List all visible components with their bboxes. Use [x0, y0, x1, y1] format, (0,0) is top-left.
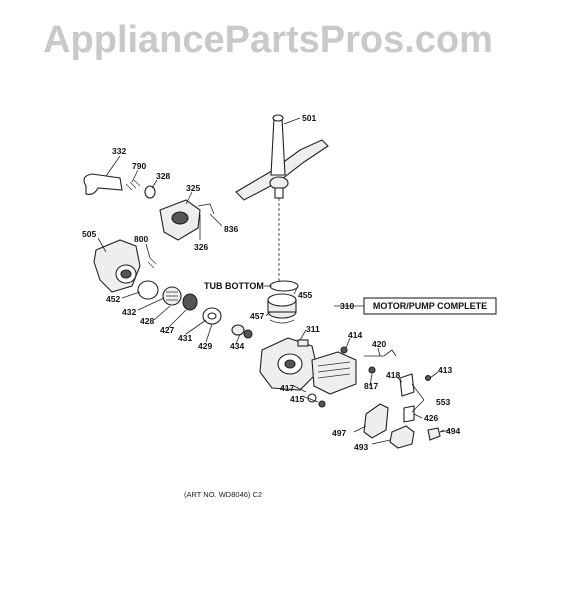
part-label-553: 553: [436, 397, 450, 407]
motor-pump-complete-callout: MOTOR/PUMP COMPLETE: [373, 301, 487, 311]
part-label-426: 426: [424, 413, 438, 423]
part-brackets-drawing: [363, 373, 451, 449]
part-label-311: 311: [306, 324, 320, 334]
part-label-790: 790: [132, 161, 146, 171]
part-label-428: 428: [140, 316, 154, 326]
part-label-432: 432: [122, 307, 136, 317]
part-label-505: 505: [82, 229, 96, 239]
part-label-414: 414: [348, 330, 362, 340]
part-label-420: 420: [372, 339, 386, 349]
part-label-457: 457: [250, 311, 264, 321]
part-label-332: 332: [112, 146, 126, 156]
part-label-800: 800: [134, 234, 148, 244]
part-label-497: 497: [332, 428, 346, 438]
part-label-836: 836: [224, 224, 238, 234]
part-label-429: 429: [198, 341, 212, 351]
part-label-413: 413: [438, 365, 452, 375]
part-label-427: 427: [160, 325, 174, 335]
part-label-434: 434: [230, 341, 244, 351]
part-seals-drawing: [267, 280, 299, 324]
part-spray-arm-drawing: [235, 114, 329, 290]
part-small-hardware-drawing: [307, 346, 432, 408]
part-label-328: 328: [156, 171, 170, 181]
leader-lines: [97, 117, 445, 445]
art-number-caption: (ART NO. WD8046) C2: [184, 490, 262, 499]
part-label-326: 326: [194, 242, 208, 252]
part-label-325: 325: [186, 183, 200, 193]
part-motor-assembly-drawing: [259, 337, 357, 395]
part-drain-housing-drawing: [93, 239, 157, 293]
tub-bottom-callout: TUB BOTTOM: [204, 281, 264, 291]
motor-pump-complete-box: [363, 297, 497, 315]
part-hose-drawing: [83, 173, 156, 199]
part-label-310: 310: [340, 301, 354, 311]
part-pump-housing-drawing: [159, 199, 215, 241]
watermark-text: AppliancePartsPros.com: [43, 19, 493, 61]
part-label-415: 415: [290, 394, 304, 404]
part-label-418: 418: [386, 370, 400, 380]
part-label-817: 817: [364, 381, 378, 391]
part-label-455: 455: [298, 290, 312, 300]
part-pump-components-drawing: [137, 280, 253, 339]
part-label-493: 493: [354, 442, 368, 452]
part-label-452: 452: [106, 294, 120, 304]
part-label-501: 501: [302, 113, 316, 123]
part-label-417: 417: [280, 383, 294, 393]
part-label-494: 494: [446, 426, 460, 436]
part-label-431: 431: [178, 333, 192, 343]
